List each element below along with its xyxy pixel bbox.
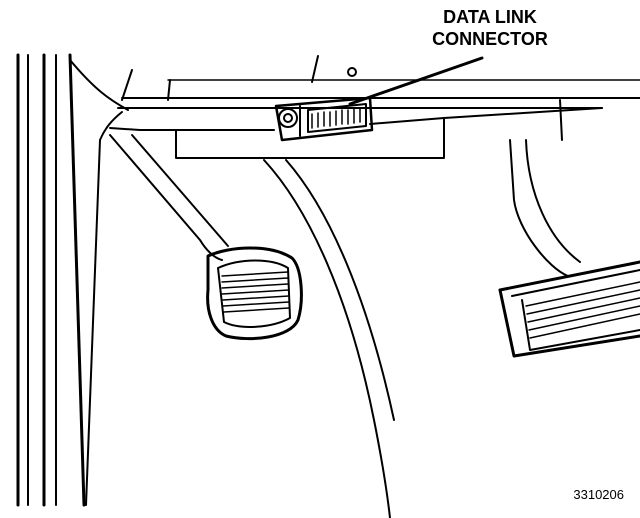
floor-tunnel — [263, 159, 395, 518]
data-link-connector — [274, 67, 374, 142]
a-pillar — [69, 59, 129, 506]
callout-label: DATA LINK CONNECTOR — [400, 6, 580, 50]
callout-leader-line — [348, 56, 484, 106]
pedal-pad-ribs — [221, 271, 290, 313]
accelerator-pedal — [498, 99, 640, 358]
brake-pedal — [109, 134, 303, 341]
door-frame — [16, 53, 86, 507]
connector-pins — [311, 107, 361, 129]
callout-line-1: DATA LINK — [443, 7, 537, 27]
figure-id: 3310206 — [573, 487, 624, 502]
callout-line-2: CONNECTOR — [432, 29, 548, 49]
dashboard-lower-panel — [109, 55, 640, 159]
accelerator-pad-ribs — [525, 281, 640, 339]
